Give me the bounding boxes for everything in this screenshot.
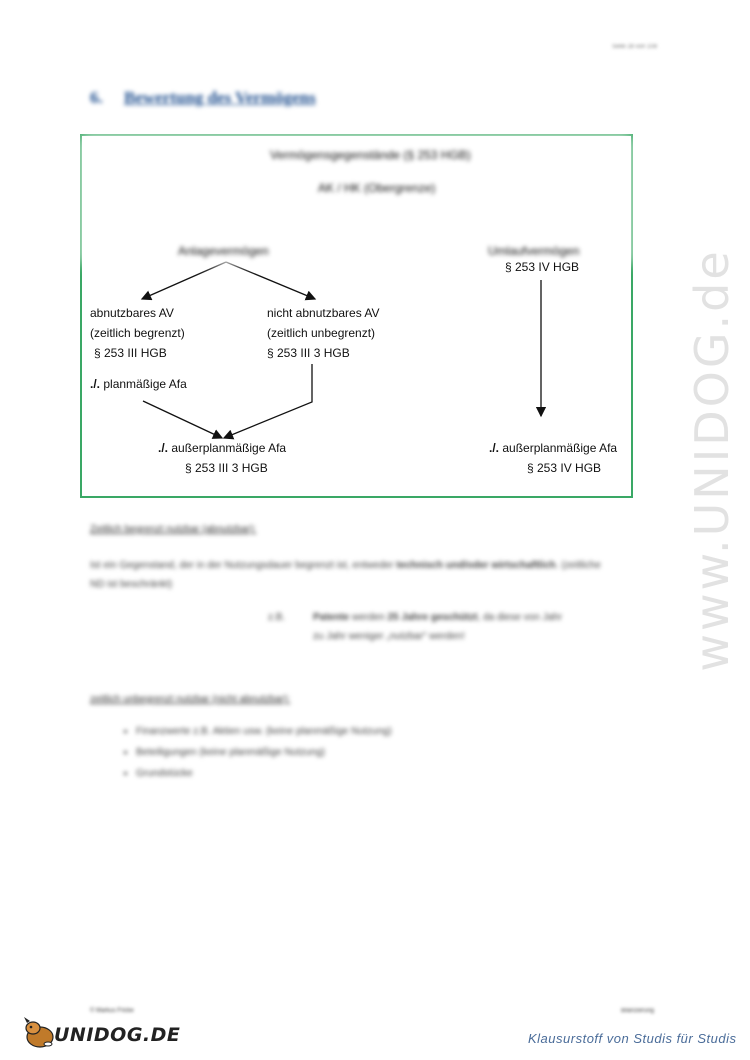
- unlimited-title: zeitlich unbegrenzt nutzbar (nicht abnut…: [90, 694, 291, 705]
- section-number: 6.: [90, 88, 103, 107]
- arrow-nicht-abnutzbar-to-ausserplan: [222, 364, 313, 440]
- arrow-abnutzbar-to-ausserplan: [142, 400, 224, 439]
- example-bold-2: 25 Jahre geschützt: [387, 612, 478, 623]
- node-nicht-abnutzbar-line2: (zeitlich unbegrenzt): [267, 326, 376, 340]
- minus-sign: ./.: [158, 441, 169, 455]
- unidog-logo: UNIDOG.DE: [54, 1024, 181, 1046]
- list-item: Finanzwerte z.B. Aktien usw. (keine plan…: [136, 721, 570, 742]
- arrow-to-nicht-abnutzbar: [225, 261, 317, 301]
- limited-text-1: Ist ein Gegenstand, der in der Nutzungsd…: [90, 560, 397, 571]
- list-item: Beteiligungen (keine planmäßige Nutzung): [136, 742, 570, 763]
- node-abnutzbar-line1: abnutzbares AV: [90, 306, 174, 320]
- dog-logo-icon: [24, 1017, 54, 1048]
- diagram-box: [80, 134, 633, 498]
- node-planmaessige-afa: ./. planmäßige Afa: [90, 377, 187, 391]
- limited-bold-2: wirtschaftlich: [491, 560, 556, 571]
- node-anlagevermoegen: Anlagevermögen: [178, 244, 269, 258]
- example-prefix: z.B.: [268, 612, 286, 623]
- example-bold-1: Patente: [313, 612, 350, 623]
- node-ausserplan-right-ref: § 253 IV HGB: [527, 461, 602, 475]
- ausserplan-right-label: außerplanmäßige Afa: [502, 441, 618, 455]
- node-nicht-abnutzbar-ref: § 253 III 3 HGB: [267, 346, 350, 360]
- example-text-2: , da diese von Jahr: [477, 612, 563, 623]
- limited-title: Zeitlich begrenzt nutzbar (abnutzbar):: [90, 524, 257, 535]
- node-ausserplan-right: ./. außerplanmäßige Afa: [489, 441, 617, 455]
- watermark: www.UNIDOG.de: [685, 248, 739, 672]
- node-abnutzbar-ref: § 253 III HGB: [94, 346, 167, 360]
- footer-subject: Bilanzierung: [621, 1008, 655, 1014]
- limited-text-2: . (zeitliche ND ist beschränkt): [90, 560, 601, 590]
- example-text-1: werden: [349, 612, 388, 623]
- example-paragraph: Patente werden 25 Jahre geschützt, da di…: [313, 608, 623, 646]
- blur-band: [82, 136, 631, 264]
- slogan: Klausurstoff von Studis für Studis: [528, 1031, 737, 1046]
- node-obergrenze: AK / HK (Obergrenze): [318, 181, 436, 195]
- node-umlauf-ref: § 253 IV HGB: [505, 260, 580, 274]
- arrow-to-abnutzbar: [140, 261, 227, 301]
- node-vermoegensgegenstaende: Vermögensgegenstände (§ 253 HGB): [270, 148, 471, 162]
- unlimited-list: Finanzwerte z.B. Aktien usw. (keine plan…: [90, 721, 570, 784]
- footer-author: © Markus Fricke: [90, 1008, 134, 1014]
- minus-sign: ./.: [489, 441, 500, 455]
- section-title: Bewertung des Vermögens: [124, 88, 316, 107]
- minus-sign: ./.: [90, 377, 101, 391]
- limited-bold-1: technisch und/oder: [396, 560, 489, 571]
- limited-paragraph: Ist ein Gegenstand, der in der Nutzungsd…: [90, 556, 610, 594]
- page-number: Seite 28 von 108: [612, 44, 658, 50]
- node-nicht-abnutzbar-line1: nicht abnutzbares AV: [267, 306, 380, 320]
- node-abnutzbar-line2: (zeitlich begrenzt): [90, 326, 185, 340]
- section-heading: 6. Bewertung des Vermögens: [90, 88, 316, 108]
- node-umlaufvermoegen: Umlaufvermögen: [488, 244, 580, 258]
- example-text-3: zu Jahr weniger „nutzbar“ werden!: [313, 631, 465, 642]
- node-ausserplan-left-ref: § 253 III 3 HGB: [185, 461, 268, 475]
- node-ausserplan-left: ./. außerplanmäßige Afa: [158, 441, 286, 455]
- list-item: Grundstücke: [136, 763, 570, 784]
- ausserplan-left-label: außerplanmäßige Afa: [171, 441, 287, 455]
- planmaessige-afa-label: planmäßige Afa: [103, 377, 187, 391]
